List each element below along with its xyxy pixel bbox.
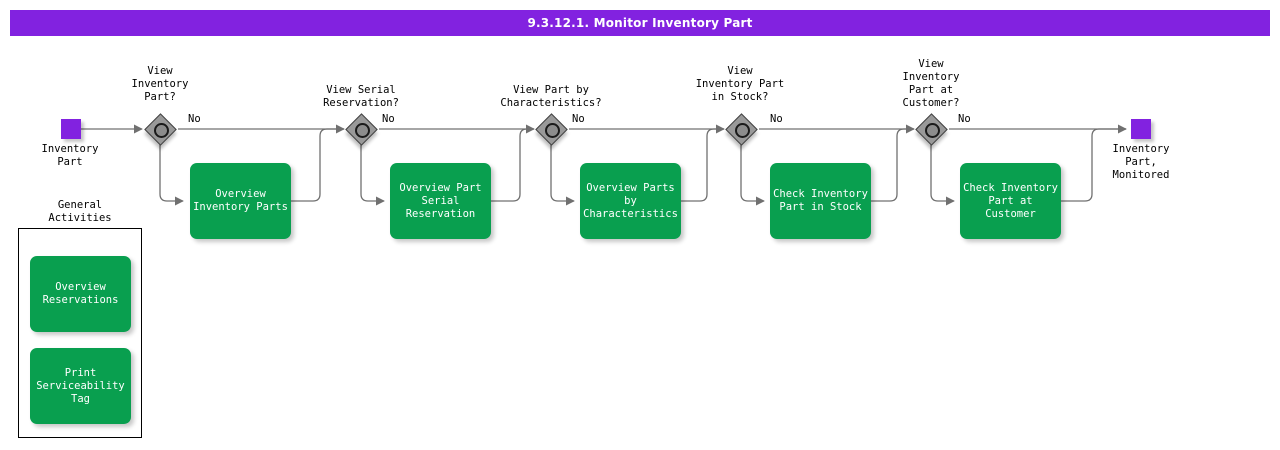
gateway-event-circle-icon <box>545 123 560 138</box>
gateway-view-inventory-part-at-customer[interactable] <box>915 113 948 146</box>
task-print-serviceability-tag[interactable]: Print Serviceability Tag <box>30 348 131 424</box>
gateway-label-view-inventory-part-at-customer: View Inventory Part at Customer? <box>902 58 960 109</box>
task-check-inventory-part-in-stock[interactable]: Check Inventory Part in Stock <box>770 163 871 239</box>
edge-label-no-3: No <box>572 113 585 125</box>
edge-label-no-4: No <box>770 113 783 125</box>
page-title-bar: 9.3.12.1. Monitor Inventory Part <box>10 10 1270 36</box>
start-event-label: Inventory Part <box>41 143 99 168</box>
gateway-label-view-inventory-part-in-stock: View Inventory Part in Stock? <box>695 65 785 103</box>
edge-label-no-1: No <box>188 113 201 125</box>
task-check-inventory-part-at-customer[interactable]: Check Inventory Part at Customer <box>960 163 1061 239</box>
gateway-event-circle-icon <box>735 123 750 138</box>
gateway-event-circle-icon <box>925 123 940 138</box>
edge-label-no-2: No <box>382 113 395 125</box>
general-activities-title: General Activities <box>48 199 112 224</box>
gateway-label-view-inventory-part: View Inventory Part? <box>131 65 189 103</box>
gateway-label-view-part-by-characteristics: View Part by Characteristics? <box>500 84 602 109</box>
gateway-view-serial-reservation[interactable] <box>345 113 378 146</box>
general-activities-group: Overview Reservations Print Serviceabili… <box>18 228 142 438</box>
gateway-event-circle-icon <box>154 123 169 138</box>
gateway-label-view-serial-reservation: View Serial Reservation? <box>323 84 399 109</box>
gateway-view-inventory-part-in-stock[interactable] <box>725 113 758 146</box>
task-overview-parts-by-characteristics[interactable]: Overview Parts by Characteristics <box>580 163 681 239</box>
start-event-node[interactable] <box>61 119 81 139</box>
task-overview-inventory-parts[interactable]: Overview Inventory Parts <box>190 163 291 239</box>
task-overview-part-serial-reservation[interactable]: Overview Part Serial Reservation <box>390 163 491 239</box>
page-title: 9.3.12.1. Monitor Inventory Part <box>527 16 753 30</box>
gateway-event-circle-icon <box>355 123 370 138</box>
task-overview-reservations[interactable]: Overview Reservations <box>30 256 131 332</box>
end-event-label: Inventory Part, Monitored <box>1112 143 1170 181</box>
end-event-node[interactable] <box>1131 119 1151 139</box>
edge-label-no-5: No <box>958 113 971 125</box>
gateway-view-part-by-characteristics[interactable] <box>535 113 568 146</box>
gateway-view-inventory-part[interactable] <box>144 113 177 146</box>
